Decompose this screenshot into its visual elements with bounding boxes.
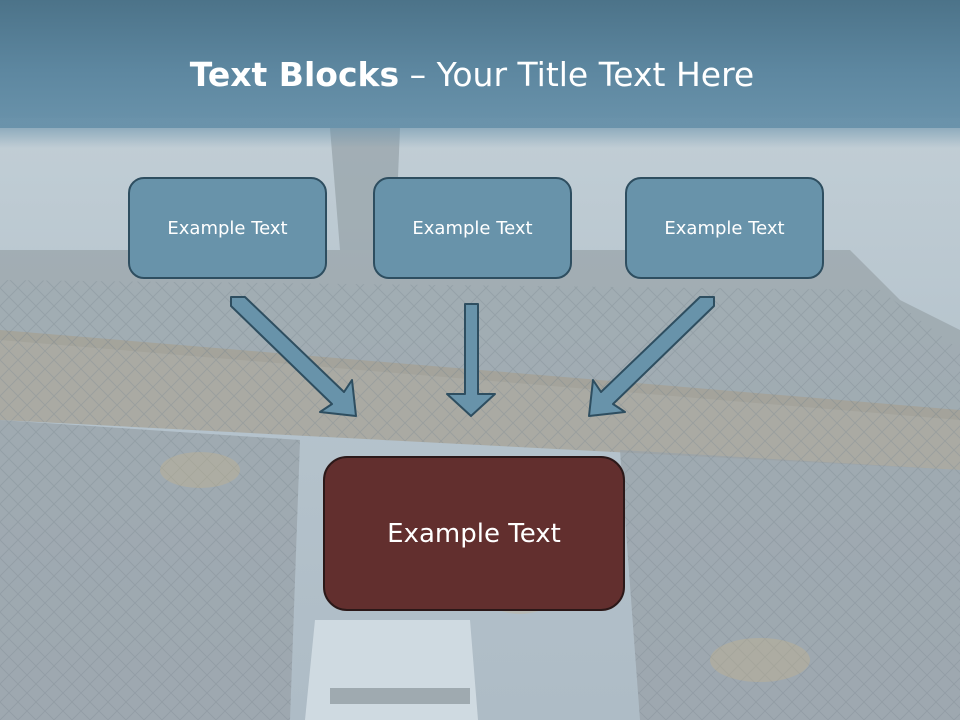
text-block-1[interactable]: Example Text xyxy=(128,177,327,279)
slide-title: Text Blocks – Your Title Text Here xyxy=(0,50,944,100)
result-text-block[interactable]: Example Text xyxy=(323,456,625,611)
title-separator: – xyxy=(399,55,437,94)
text-block-2[interactable]: Example Text xyxy=(373,177,572,279)
result-text-block-label: Example Text xyxy=(387,518,561,549)
title-band xyxy=(0,0,960,128)
title-band-fade xyxy=(0,118,960,148)
text-block-3[interactable]: Example Text xyxy=(625,177,824,279)
text-block-3-label: Example Text xyxy=(664,217,785,239)
title-rest: Your Title Text Here xyxy=(436,55,755,94)
text-block-1-label: Example Text xyxy=(167,217,288,239)
text-block-2-label: Example Text xyxy=(412,217,533,239)
title-bold-part: Text Blocks xyxy=(189,55,400,94)
